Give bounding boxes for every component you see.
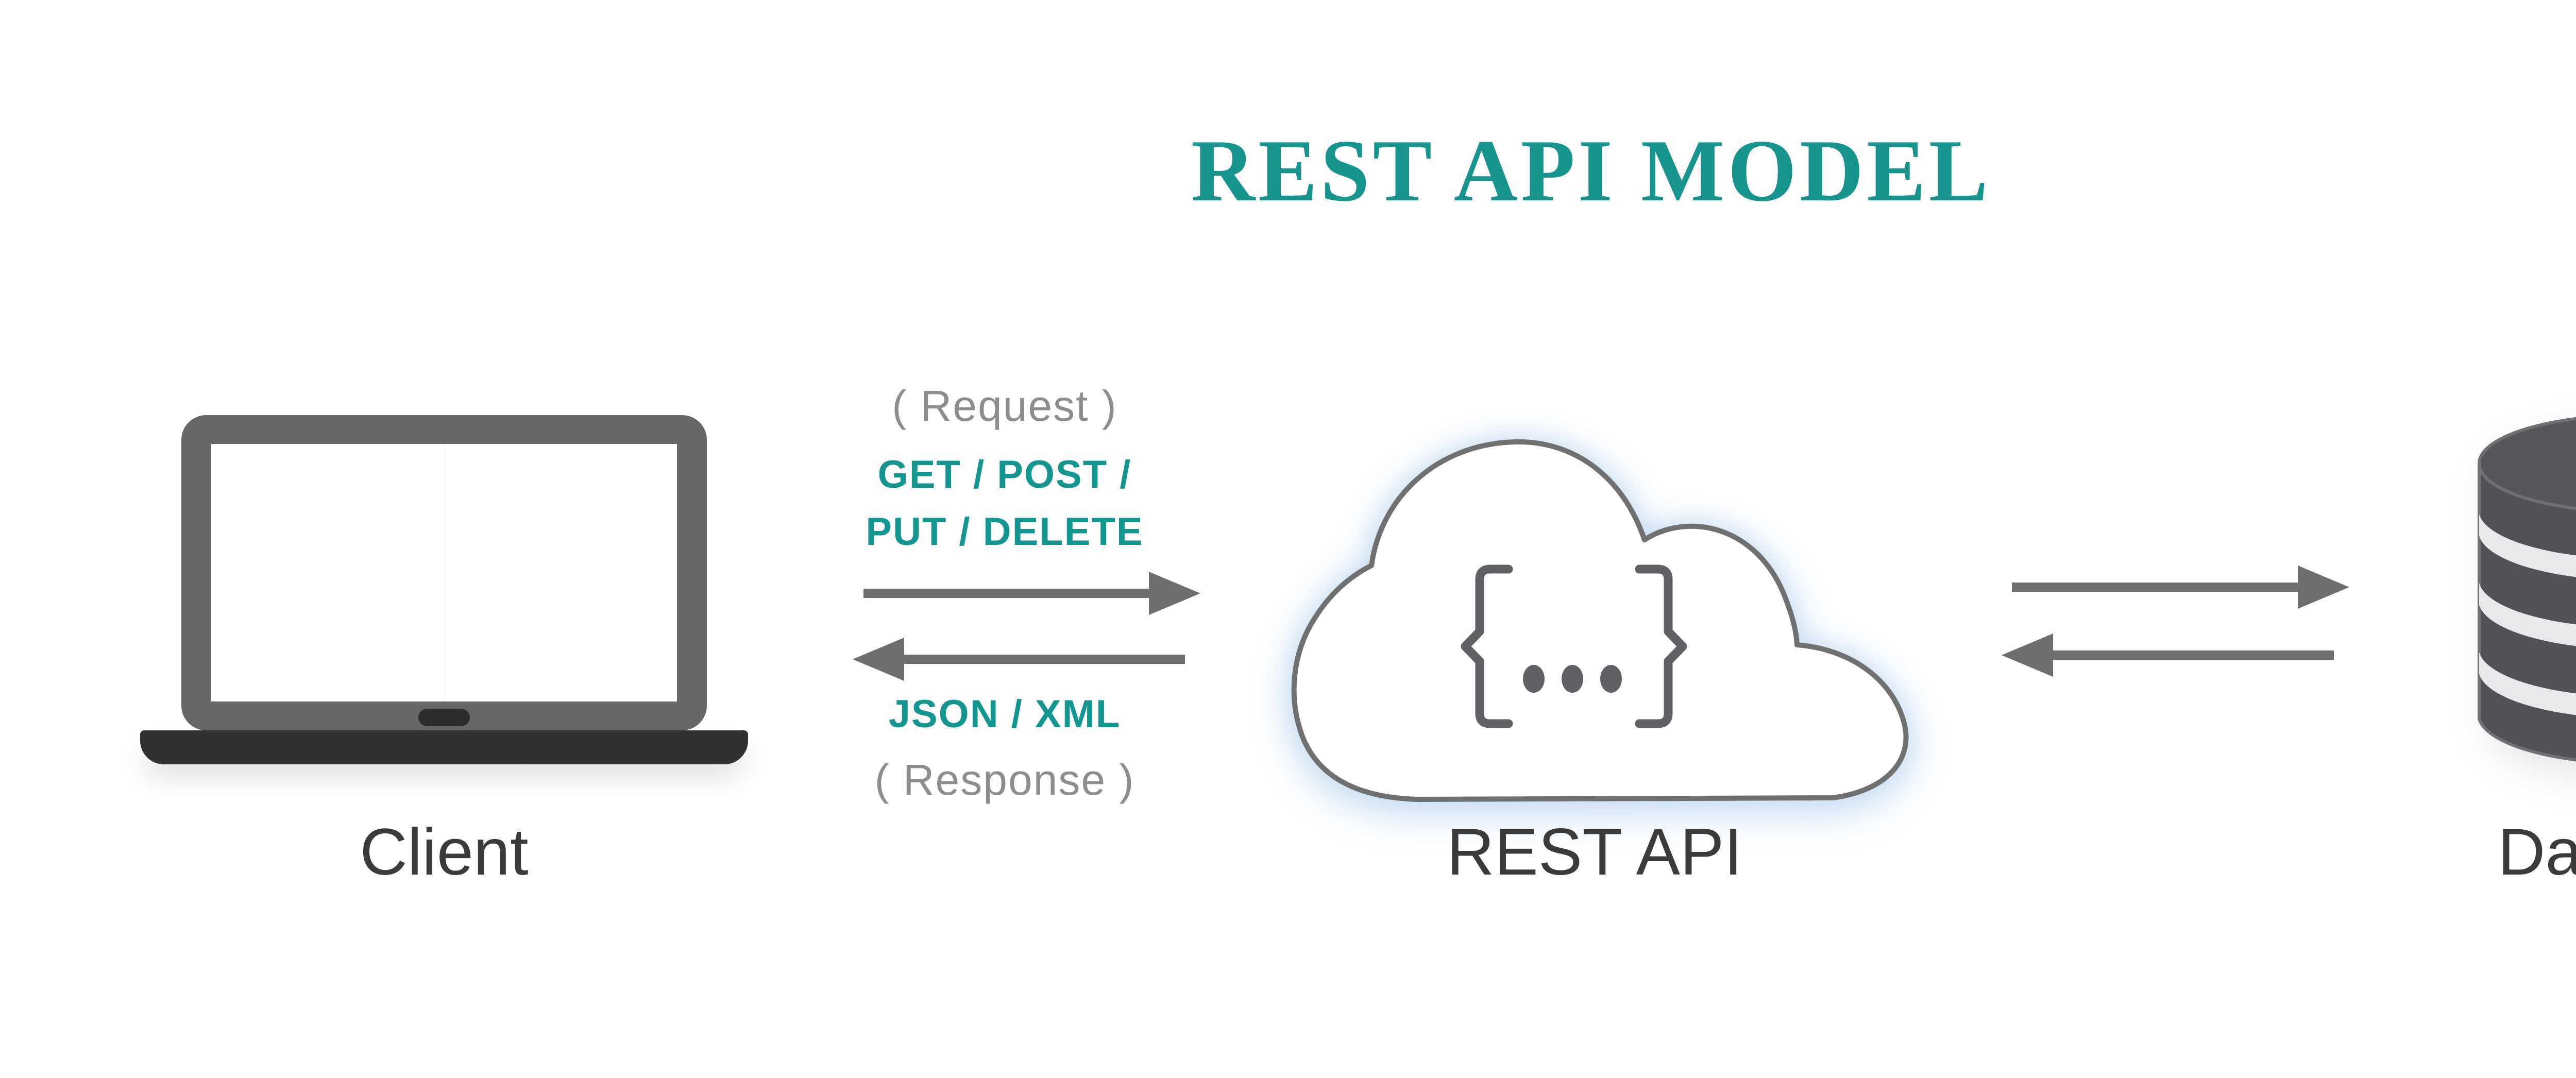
arrow-shaft [2012,583,2299,592]
db-top-lid [2478,417,2576,510]
database-label: Database [2498,815,2576,889]
arrow-head-right [1149,572,1200,615]
left-brace-icon [1461,564,1513,728]
page-title: REST API MODEL [1191,122,1991,220]
db-band [2479,583,2576,646]
laptop-icon [181,415,707,730]
right-brace-icon [1635,564,1687,728]
request-caption: ( Request ) [892,382,1117,430]
laptop-notch [418,709,470,726]
response-caption: ( Response ) [874,756,1135,804]
database-cylinder-icon [2478,417,2576,762]
arrow-head-left [853,638,904,681]
ellipsis-dot [1562,665,1583,693]
http-methods-line2: PUT / DELETE [866,510,1144,554]
http-methods-line1: GET / POST / [877,453,1132,497]
arrow-shaft [863,589,1150,598]
response-format: JSON / XML [888,692,1121,736]
response-arrow-icon [853,638,1185,681]
request-arrow-icon [863,572,1200,615]
arrow-head-right [2298,566,2349,609]
database-to-api-arrow-icon [2002,634,2334,677]
api-label: REST API [1447,815,1742,889]
laptop-base [140,730,748,764]
client-label: Client [360,815,529,889]
db-band [2479,514,2576,577]
cloud-outline [1291,439,1909,802]
cloud-code-icon [1291,439,1909,802]
laptop-screen [211,444,677,701]
arrow-shaft [2052,651,2334,660]
ellipsis-dot [1600,665,1622,693]
api-to-database-arrow-icon [2012,566,2349,609]
arrow-shaft [903,655,1185,664]
arrow-head-left [2002,634,2053,677]
db-band [2479,652,2576,715]
ellipsis-dot [1523,665,1545,693]
